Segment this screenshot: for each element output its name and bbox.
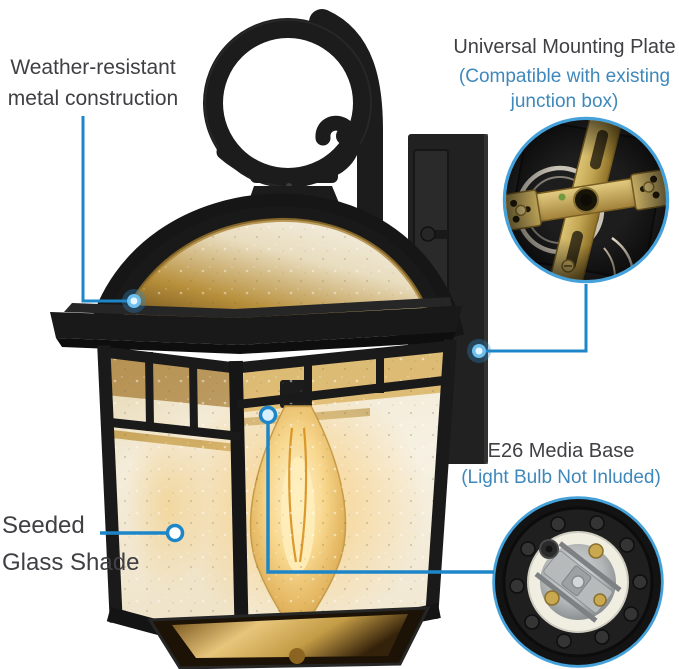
- seeded-line1: Seeded: [2, 512, 85, 539]
- callout-e26-media-base: E26 Media Base (Light Bulb Not Inluded): [443, 439, 679, 490]
- lantern-bottom-pan: [147, 606, 431, 669]
- seeded-line2: Glass Shade: [2, 549, 140, 576]
- callout-weather-resistant: Weather-resistant metal construction: [4, 52, 182, 114]
- e26-socket-photo: [492, 496, 664, 668]
- e26-note: (Light Bulb Not Inluded): [461, 467, 661, 488]
- mounting-plate-note-line2: junction box): [510, 91, 619, 112]
- glow-dot: [467, 339, 491, 363]
- scroll-arm: [203, 9, 383, 251]
- callout-weather-leader: [81, 116, 146, 313]
- callout-universal-mounting-plate: Universal Mounting Plate (Compatible wit…: [450, 35, 679, 114]
- callout-weather-line1: Weather-resistant: [10, 56, 176, 79]
- lantern-roof: [50, 186, 465, 354]
- ring-dot: [258, 405, 278, 425]
- callout-weather-line2: metal construction: [7, 87, 179, 110]
- callout-e26-leader: [258, 405, 494, 574]
- mounting-plate-photo: [502, 116, 670, 284]
- callout-mounting-leader: [467, 284, 588, 363]
- callout-seeded-leader: [100, 523, 185, 543]
- glow-dot: [122, 289, 146, 313]
- callout-seeded-glass-shade: Seeded Glass Shade: [2, 507, 152, 581]
- e26-title: E26 Media Base: [487, 440, 635, 462]
- mounting-plate-note-line1: (Compatible with existing: [458, 66, 671, 87]
- mounting-plate-title: Universal Mounting Plate: [453, 36, 676, 58]
- ring-dot: [165, 523, 185, 543]
